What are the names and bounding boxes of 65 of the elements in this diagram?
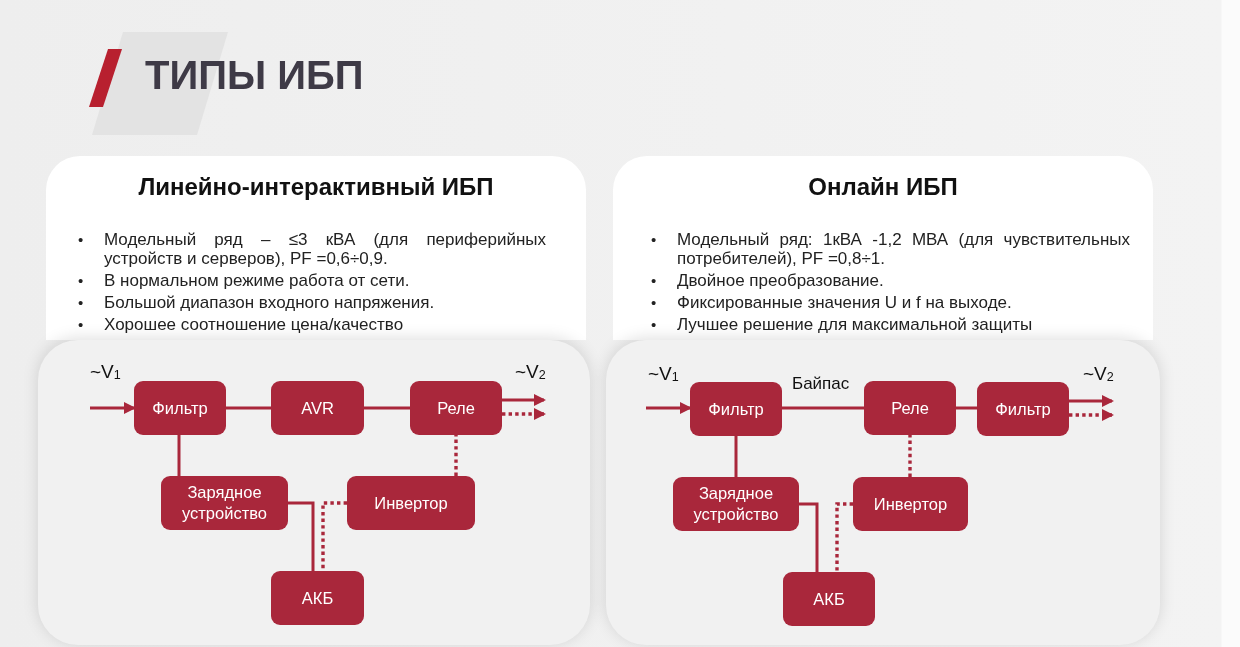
arrow — [1069, 395, 1114, 407]
connector-line — [956, 406, 977, 410]
bullet-text: Большой диапазон входного напряжения. — [104, 293, 436, 312]
process-box — [853, 477, 968, 531]
box-label: Инвертор — [873, 493, 948, 515]
connector-line — [782, 406, 864, 410]
box-label: Реле — [891, 397, 929, 419]
box-label: Зарядное устройство — [181, 482, 268, 524]
list-bullet: • — [78, 315, 84, 334]
slide-title: ТИПЫ ИБП — [145, 53, 364, 97]
bullet-text: Модельный ряд: 1кВА -1,2 МВА (для чувствительных потребителей), PF =0,8÷1. — [677, 230, 1130, 268]
list-bullet: • — [78, 271, 84, 290]
box-label: АКБ — [813, 588, 845, 610]
connector-line — [226, 406, 271, 410]
list-bullet: • — [78, 230, 84, 249]
process-box — [134, 381, 226, 435]
process-box — [864, 381, 956, 435]
connector-line — [908, 435, 912, 477]
info-card — [613, 156, 1153, 340]
bullet-text: Фиксированные значения U и f на выходе. — [677, 293, 1013, 312]
box-label: Реле — [437, 397, 475, 419]
process-box — [977, 382, 1069, 436]
list-bullet: • — [78, 293, 84, 312]
info-card — [46, 156, 586, 340]
box-label: Фильтр — [708, 398, 764, 420]
bullet-text: Хорошее соотношение цена/качество — [104, 315, 405, 334]
arrow — [90, 402, 136, 414]
box-label: АКБ — [301, 587, 334, 609]
connector-line — [835, 502, 853, 572]
list-bullet: • — [651, 230, 657, 249]
box-label: Инвертор — [374, 492, 448, 514]
box-label: Зарядное устройство — [692, 483, 780, 525]
process-box — [783, 572, 875, 626]
box-label: Фильтр — [995, 398, 1051, 420]
list-bullet: • — [651, 315, 657, 334]
process-box — [410, 381, 502, 435]
diagram-panel — [38, 340, 590, 645]
connector-line — [734, 436, 738, 477]
box-label: Фильтр — [152, 397, 208, 419]
connector-line — [454, 435, 458, 476]
connector-line — [364, 406, 410, 410]
connector-line — [799, 502, 819, 572]
arrow — [646, 402, 692, 414]
box-label: AVR — [301, 397, 334, 419]
connector-line — [321, 501, 347, 571]
card-heading: Онлайн ИБП — [807, 173, 959, 201]
bullet-text: Модельный ряд – ≤3 кВА (для периферийных устройств и серверов), PF =0,6÷0,9. — [104, 230, 546, 268]
process-box — [347, 476, 475, 530]
process-box — [690, 382, 782, 436]
process-box — [271, 381, 364, 435]
card-heading: Линейно-интерактивный ИБП — [137, 173, 495, 201]
bullet-text: В нормальном режиме работа от сети. — [104, 271, 411, 290]
connector-line — [177, 435, 181, 476]
arrow — [502, 408, 546, 420]
connector-line — [288, 501, 315, 571]
diagram-panel — [606, 340, 1160, 645]
arrow — [1069, 409, 1114, 421]
bullet-text: Двойное преобразование. — [677, 271, 885, 290]
list-bullet: • — [651, 271, 657, 290]
process-box — [161, 476, 288, 530]
list-bullet: • — [651, 293, 657, 312]
process-box — [673, 477, 799, 531]
process-box — [271, 571, 364, 625]
arrow — [502, 394, 546, 406]
bullet-text: Лучшее решение для максимальной защиты — [677, 315, 1034, 334]
